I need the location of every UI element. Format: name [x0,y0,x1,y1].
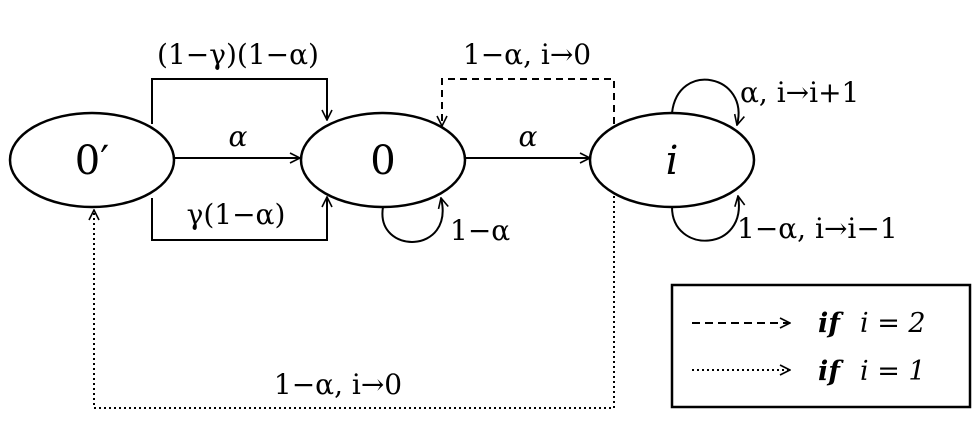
edge-i-self-loop-bottom: 1−α, i→i−1 [671,196,898,245]
edge-0prime-to-0-top: (1−γ)(1−α) [151,38,327,124]
node-i: i [588,111,756,209]
node-i-label: i [666,138,679,184]
edge-0-to-i-label: α [519,120,538,153]
edge-0prime-to-0-bottom-label: γ(1−α) [187,198,286,231]
legend-dotted-condition: i = 1 [860,356,926,387]
edge-i-self-loop-top-label: α, i→i+1 [740,76,859,109]
edge-0prime-to-0-mid: α [174,120,300,158]
edge-i-to-0-dashed: 1−α, i→0 [442,38,615,126]
edge-0-self-loop: 1−α [381,198,510,247]
edge-i-to-0prime-dotted-label: 1−α, i→0 [274,368,402,401]
legend-box [670,283,972,409]
edge-i-self-loop-bottom-label: 1−α, i→i−1 [737,212,898,245]
node-0-label: 0 [370,138,395,184]
legend: if i = 2 if i = 1 [670,283,972,409]
node-0: 0 [299,111,467,209]
edge-i-to-0-dashed-label: 1−α, i→0 [463,38,591,71]
edge-0-self-loop-label: 1−α [450,214,510,247]
edge-0-to-i: α [465,120,590,158]
edge-0prime-to-0-mid-label: α [229,120,248,153]
edge-i-self-loop-top: α, i→i+1 [671,76,859,125]
edge-0prime-to-0-top-label: (1−γ)(1−α) [157,38,319,71]
node-0-prime: 0′ [8,111,176,209]
edge-i-to-0prime-dotted: 1−α, i→0 [94,196,615,409]
legend-dashed-condition: i = 2 [860,308,926,339]
edge-0prime-to-0-bottom: γ(1−α) [151,197,327,241]
node-0-prime-label: 0′ [75,138,110,184]
